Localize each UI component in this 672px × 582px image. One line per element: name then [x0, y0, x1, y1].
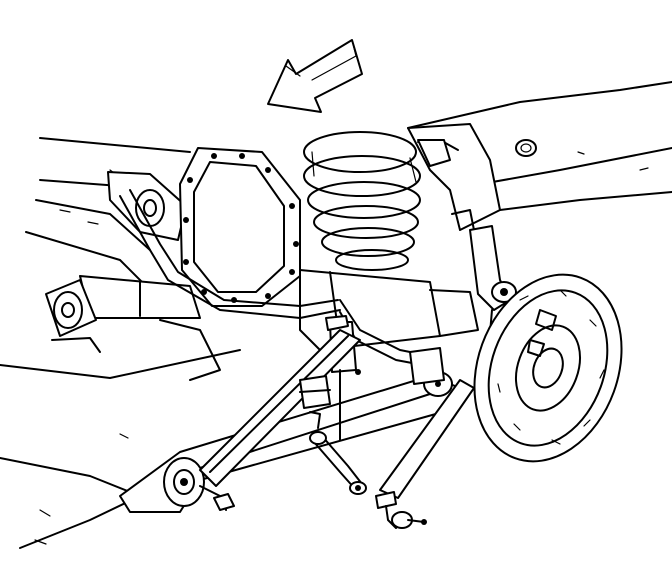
- brake-rotor: [473, 273, 623, 463]
- spring-seat-bracket: [407, 123, 501, 241]
- differential-cover: [179, 147, 301, 307]
- stabilizer-link: [309, 369, 367, 495]
- axle-housing: [79, 169, 479, 351]
- axle-bracket: [159, 319, 445, 409]
- front-direction-arrow-icon: [267, 39, 363, 113]
- coil-spring: [303, 131, 421, 271]
- frame-rail-right: [407, 81, 672, 211]
- lower-control-arm: [119, 371, 461, 513]
- axle-end-left: [45, 279, 101, 353]
